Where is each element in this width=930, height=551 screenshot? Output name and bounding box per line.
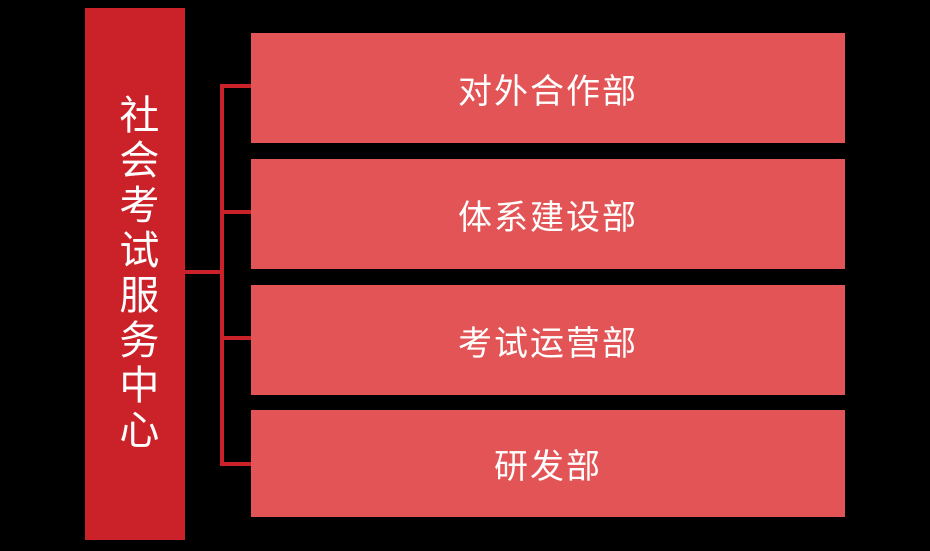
dept-node-exam-operations[interactable]: 考试运营部 bbox=[251, 285, 845, 395]
connector-branch-1 bbox=[220, 84, 253, 88]
connector-branch-2 bbox=[220, 210, 253, 214]
connector-branch-3 bbox=[220, 336, 253, 340]
connector-root-stub bbox=[185, 270, 224, 274]
connector-vertical-trunk bbox=[220, 84, 224, 466]
dept-node-research-development[interactable]: 研发部 bbox=[251, 410, 845, 517]
dept-node-label: 考试运营部 bbox=[458, 324, 638, 363]
root-node-social-exam-service-center[interactable]: 社会考试服务中心 bbox=[85, 8, 185, 540]
root-node-label: 社会考试服务中心 bbox=[113, 94, 158, 454]
dept-node-system-construction[interactable]: 体系建设部 bbox=[251, 159, 845, 269]
dept-node-label: 对外合作部 bbox=[458, 72, 638, 111]
dept-node-label: 研发部 bbox=[494, 448, 602, 486]
connector-branch-4 bbox=[220, 462, 253, 466]
dept-node-foreign-cooperation[interactable]: 对外合作部 bbox=[251, 33, 845, 143]
dept-node-label: 体系建设部 bbox=[458, 198, 638, 237]
